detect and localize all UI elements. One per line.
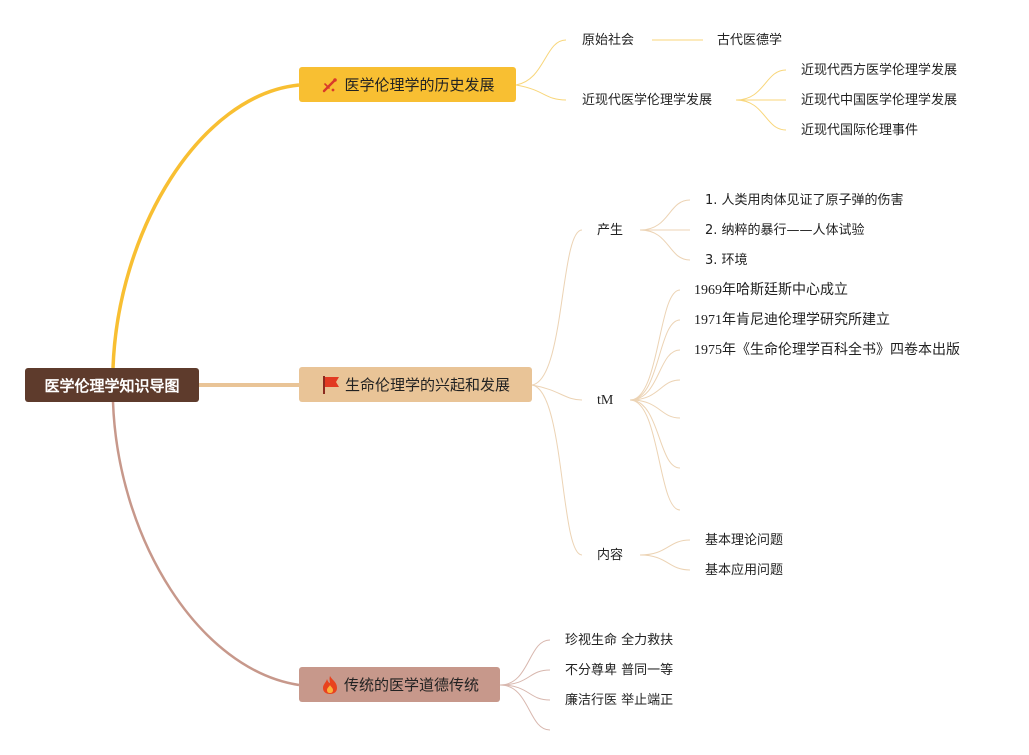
- root-node[interactable]: 医学伦理学知识导图: [25, 368, 199, 402]
- link-content-1: [639, 539, 691, 556]
- link-b2-content: [531, 384, 583, 556]
- link-modern-intl: [735, 99, 787, 131]
- link-modern-west: [735, 69, 787, 101]
- link-tm-1: [629, 289, 681, 401]
- link-tm-5: [629, 399, 681, 419]
- red-flag-icon: [321, 375, 341, 395]
- link-b3-1: [499, 639, 551, 686]
- fire-icon: [320, 675, 340, 695]
- link-b1-modern: [515, 84, 567, 101]
- branch-tradition-label: 传统的医学道德传统: [343, 676, 479, 694]
- branch-history[interactable]: 医学伦理学的历史发展: [299, 67, 516, 102]
- node-tradition-2[interactable]: 不分尊卑 普同一等: [565, 663, 674, 678]
- node-tm[interactable]: tM: [597, 393, 614, 408]
- link-origin-3: [639, 229, 691, 261]
- link-origin-1: [639, 199, 691, 231]
- branch-tradition[interactable]: 传统的医学道德传统: [299, 667, 500, 702]
- link-content-2: [639, 554, 691, 571]
- link-tm-4: [629, 379, 681, 401]
- node-tradition-3[interactable]: 廉洁行医 举止端正: [565, 693, 674, 708]
- node-origin-item-2[interactable]: 2. 纳粹的暴行——人体试验: [705, 223, 865, 238]
- link-tm-6: [629, 399, 681, 469]
- node-primitive-society[interactable]: 原始社会: [582, 33, 635, 48]
- node-tm-item-2[interactable]: 1971年肯尼迪伦理学研究所建立: [694, 313, 890, 328]
- node-tm-item-1[interactable]: 1969年哈斯廷斯中心成立: [694, 283, 848, 298]
- link-b1-primitive: [515, 39, 567, 86]
- node-tm-item-3[interactable]: 1975年《生命伦理学百科全书》四卷本出版: [694, 343, 960, 358]
- node-origin-item-3[interactable]: 3. 环境: [705, 253, 748, 268]
- node-content[interactable]: 内容: [597, 548, 624, 563]
- node-content-theory[interactable]: 基本理论问题: [705, 533, 784, 548]
- node-content-application[interactable]: 基本应用问题: [705, 563, 784, 578]
- node-modern-west[interactable]: 近现代西方医学伦理学发展: [801, 63, 958, 78]
- link-b2-origin: [531, 229, 583, 386]
- link-b3-4: [499, 684, 551, 731]
- node-modern-china[interactable]: 近现代中国医学伦理学发展: [801, 93, 958, 108]
- medical-tools-icon: [320, 75, 340, 95]
- link-root-branch-3: [111, 401, 300, 687]
- branch-bioethics[interactable]: 生命伦理学的兴起和发展: [299, 367, 532, 402]
- link-tm-2: [629, 319, 681, 401]
- node-tradition-1[interactable]: 珍视生命 全力救扶: [565, 633, 674, 648]
- root-label: 医学伦理学知识导图: [44, 376, 180, 395]
- link-tm-7: [629, 399, 681, 511]
- node-modern-international[interactable]: 近现代国际伦理事件: [801, 123, 919, 138]
- link-b2-tm: [531, 384, 583, 401]
- node-modern-medical-ethics[interactable]: 近现代医学伦理学发展: [582, 93, 713, 108]
- branch-bioethics-label: 生命伦理学的兴起和发展: [344, 376, 510, 394]
- link-tm-3: [629, 349, 681, 401]
- link-b3-3: [499, 684, 551, 701]
- link-b3-2: [499, 669, 551, 686]
- node-origin-item-1[interactable]: 1. 人类用肉体见证了原子弹的伤害: [705, 193, 904, 208]
- node-origin[interactable]: 产生: [597, 223, 624, 238]
- node-ancient-medical-ethics[interactable]: 古代医德学: [717, 33, 783, 48]
- branch-history-label: 医学伦理学的历史发展: [344, 76, 495, 94]
- link-root-branch-1: [111, 83, 300, 369]
